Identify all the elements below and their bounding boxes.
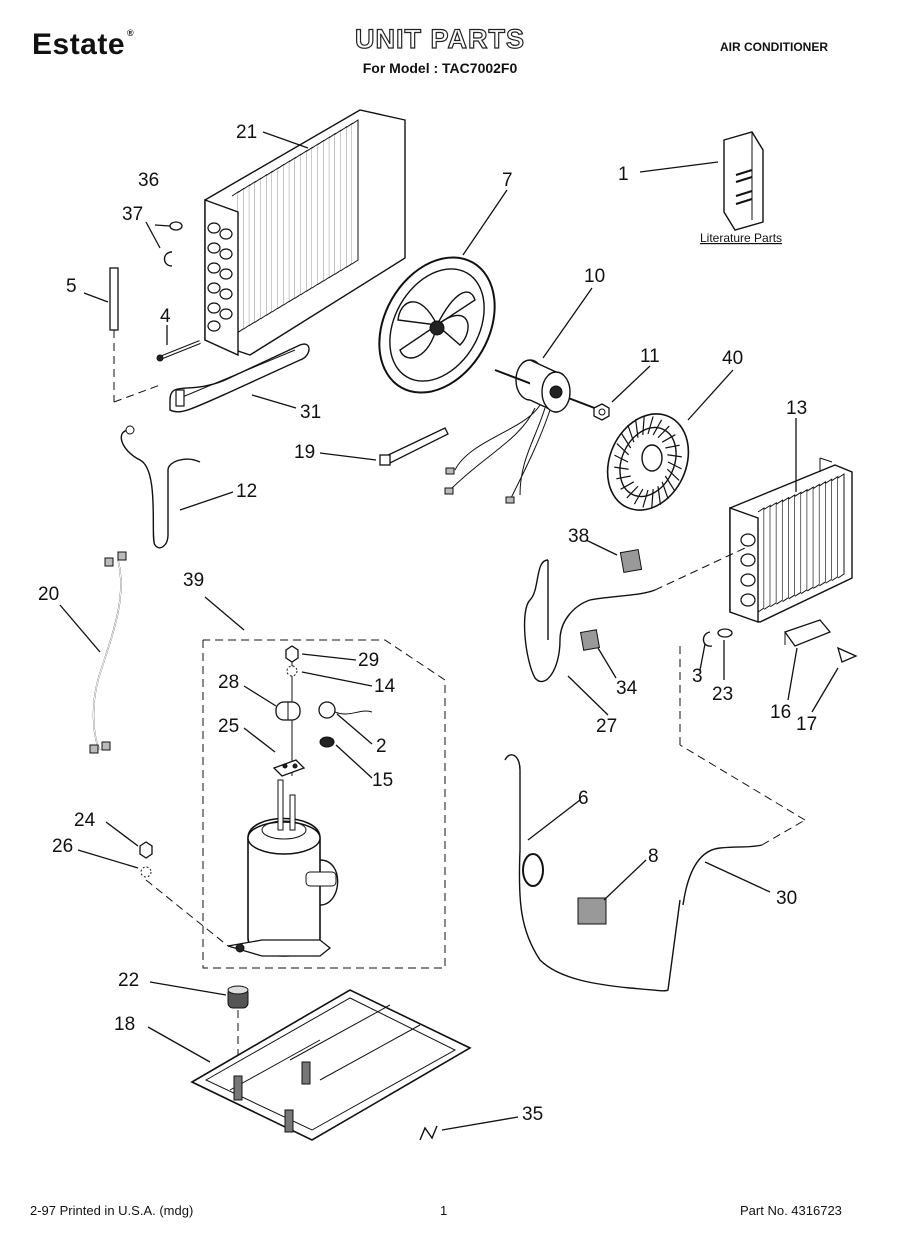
- screw-4: [156, 340, 201, 362]
- filter-pad-38: [619, 549, 643, 573]
- spring-clip-35: [419, 1125, 438, 1141]
- blower-wheel: [606, 413, 690, 511]
- label-22: 22: [118, 970, 139, 991]
- literature-parts-label: Literature Parts: [700, 231, 782, 245]
- label-40: 40: [722, 348, 743, 369]
- bracket-16: [783, 619, 832, 647]
- label-26: 26: [52, 836, 73, 857]
- label-35: 35: [522, 1104, 543, 1125]
- wire-harness-20: [89, 551, 127, 754]
- drain-tube-6: [504, 754, 681, 992]
- model-subtitle: For Model : TAC7002F0: [362, 60, 518, 76]
- label-14: 14: [374, 676, 396, 697]
- brand-name: Estate: [32, 28, 126, 61]
- label-12: 12: [236, 481, 257, 502]
- tie-strap-19: [379, 427, 449, 466]
- leader-lines: [59, 131, 839, 1131]
- clip-15: [319, 736, 335, 748]
- label-20: 20: [38, 584, 59, 605]
- label-3: 3: [692, 666, 703, 687]
- nut-24: [139, 841, 153, 859]
- print-info: 2-97 Printed in U.S.A. (mdg): [30, 1203, 194, 1218]
- filter-pad-34: [579, 629, 601, 651]
- label-18: 18: [114, 1014, 135, 1035]
- label-17: 17: [796, 714, 817, 735]
- compressor-assembly-frame: [202, 639, 446, 969]
- literature-booklet: [723, 131, 764, 231]
- overload-protector-2: [318, 701, 373, 719]
- washer-26: [140, 866, 152, 878]
- heater-rod-5: [109, 267, 161, 403]
- base-pan: [190, 989, 472, 1141]
- label-24: 24: [74, 810, 96, 831]
- brand-logo: Estate®: [32, 28, 134, 62]
- label-25: 25: [218, 716, 239, 737]
- page-number: 1: [440, 1203, 448, 1218]
- label-34: 34: [616, 678, 638, 699]
- capillary-tube-12: [120, 425, 201, 549]
- compressor: [227, 779, 339, 957]
- label-5: 5: [66, 276, 77, 297]
- part-number: Part No. 4316723: [740, 1203, 842, 1218]
- label-21: 21: [236, 122, 257, 143]
- retainer-clip-36: [169, 221, 183, 231]
- sensor-23: [717, 628, 733, 638]
- label-2: 2: [376, 736, 387, 757]
- terminal-cover-25: [272, 759, 306, 777]
- screw-17: [836, 646, 858, 663]
- motor-nut: [593, 403, 610, 421]
- evaporator-coil: [729, 457, 853, 623]
- page-title: UNIT PARTS: [354, 23, 525, 54]
- part-number-labels: 1 21 36 37 7 10 11 40 13 5 4 31 19 12 20…: [38, 122, 817, 1125]
- label-15: 15: [372, 770, 393, 791]
- label-7: 7: [502, 170, 513, 191]
- tube-30: [679, 645, 806, 906]
- overload-28: [275, 701, 301, 721]
- fan-motor: [444, 359, 606, 504]
- label-37: 37: [122, 204, 143, 225]
- label-23: 23: [712, 684, 733, 705]
- coil-tube-31: [169, 343, 310, 413]
- label-4: 4: [160, 306, 171, 327]
- label-30: 30: [776, 888, 797, 909]
- suction-tube-27: [523, 547, 746, 683]
- clip-37: [163, 251, 173, 267]
- label-1: 1: [618, 164, 629, 185]
- label-36: 36: [138, 170, 159, 191]
- label-29: 29: [358, 650, 379, 671]
- label-10: 10: [584, 266, 605, 287]
- clip-3: [702, 631, 713, 647]
- grommet-14: [286, 665, 298, 677]
- brand-trademark: ®: [127, 28, 135, 38]
- label-19: 19: [294, 442, 315, 463]
- label-38: 38: [568, 526, 589, 547]
- label-8: 8: [648, 846, 659, 867]
- label-13: 13: [786, 398, 807, 419]
- condenser-fan-shroud: [378, 256, 496, 394]
- label-39: 39: [183, 570, 204, 591]
- label-28: 28: [218, 672, 239, 693]
- label-16: 16: [770, 702, 791, 723]
- filter-pad-8: [577, 897, 607, 925]
- condenser-coil: [204, 109, 406, 357]
- label-27: 27: [596, 716, 617, 737]
- label-31: 31: [300, 402, 321, 423]
- product-category: AIR CONDITIONER: [720, 40, 828, 54]
- label-11: 11: [640, 346, 660, 367]
- label-6: 6: [578, 788, 589, 809]
